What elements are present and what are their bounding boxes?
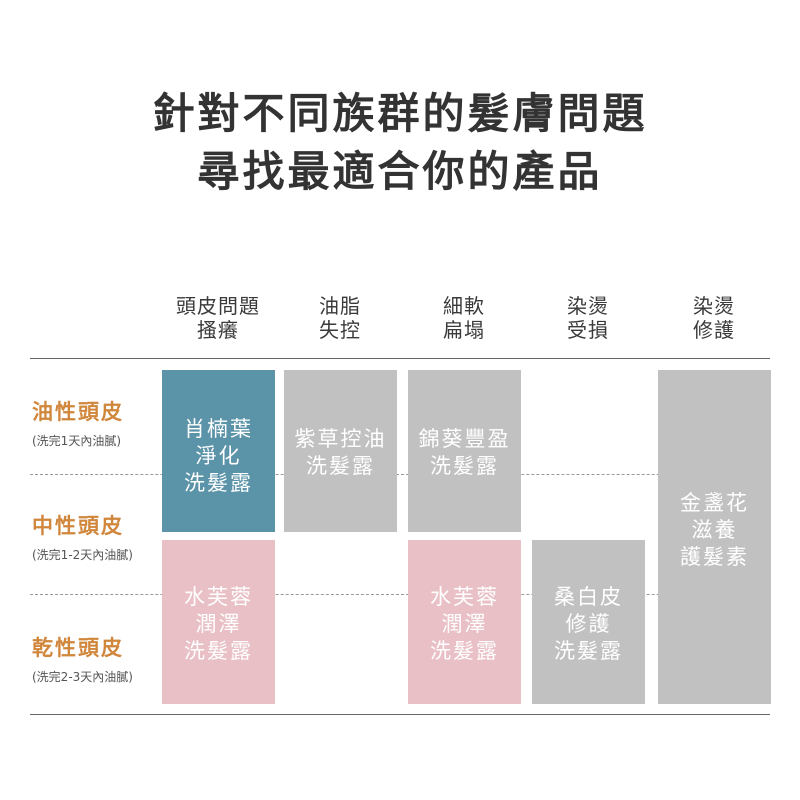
- table-bottom-rule: [30, 714, 770, 715]
- column-header-scalp-itch: 頭皮問題 搔癢: [162, 294, 274, 342]
- row-label-normal-scalp: 中性頭皮 (洗完1-2天內油膩): [32, 510, 133, 563]
- column-header-color-damage: 染燙 受損: [532, 294, 644, 342]
- row-label-dry-scalp: 乾性頭皮 (洗完2-3天內油膩): [32, 632, 133, 685]
- product-card-p1[interactable]: 肖楠葉 淨化 洗髮露: [162, 370, 275, 532]
- product-line: 水芙蓉: [430, 585, 499, 609]
- column-header-line2: 扁塌: [443, 318, 485, 342]
- product-line: 金盞花: [680, 491, 749, 515]
- product-line: 水芙蓉: [184, 585, 253, 609]
- row-divider: [30, 474, 770, 475]
- row-label-name: 中性頭皮: [32, 514, 124, 538]
- row-label-oily-scalp: 油性頭皮 (洗完1天內油膩): [32, 396, 124, 449]
- column-header-line2: 受損: [567, 318, 609, 342]
- product-line: 桑白皮: [554, 585, 623, 609]
- product-card-p3[interactable]: 錦葵豐盈 洗髮露: [408, 370, 521, 532]
- row-label-note: (洗完1-2天內油膩): [32, 548, 133, 562]
- column-header-line1: 油脂: [319, 294, 361, 318]
- product-card-p5[interactable]: 水芙蓉 潤澤 洗髮露: [162, 540, 275, 704]
- product-card-p2[interactable]: 紫草控油 洗髮露: [284, 370, 397, 532]
- product-line: 肖楠葉: [184, 417, 253, 441]
- product-line: 潤澤: [195, 612, 242, 636]
- column-header-line2: 搔癢: [197, 318, 239, 342]
- column-header-line2: 修護: [693, 318, 735, 342]
- column-header-line1: 染燙: [693, 294, 735, 318]
- product-line: 潤澤: [441, 612, 488, 636]
- product-line: 滋養: [691, 518, 738, 542]
- table-top-rule: [30, 358, 770, 359]
- product-line: 修護: [565, 612, 612, 636]
- row-label-note: (洗完1天內油膩): [32, 434, 121, 448]
- product-card-p7[interactable]: 桑白皮 修護 洗髮露: [532, 540, 645, 704]
- product-line: 洗髮露: [430, 454, 499, 478]
- product-line: 淨化: [195, 444, 242, 468]
- row-divider: [30, 594, 770, 595]
- product-line: 洗髮露: [184, 639, 253, 663]
- product-line: 洗髮露: [554, 639, 623, 663]
- page-title-line2: 尋找最適合你的產品: [197, 147, 603, 196]
- column-header-line1: 細軟: [443, 294, 485, 318]
- page-title-line1: 針對不同族群的髮膚問題: [152, 89, 648, 138]
- column-header-line1: 染燙: [567, 294, 609, 318]
- product-card-p4[interactable]: 金盞花 滋養 護髮素: [658, 370, 771, 704]
- row-label-note: (洗完2-3天內油膩): [32, 670, 133, 684]
- row-label-name: 油性頭皮: [32, 400, 124, 424]
- column-header-fine-flat: 細軟 扁塌: [408, 294, 520, 342]
- product-line: 護髮素: [680, 545, 749, 569]
- product-line: 洗髮露: [184, 471, 253, 495]
- product-line: 洗髮露: [306, 454, 375, 478]
- column-header-line2: 失控: [319, 318, 361, 342]
- product-card-p6[interactable]: 水芙蓉 潤澤 洗髮露: [408, 540, 521, 704]
- product-line: 錦葵豐盈: [418, 427, 511, 451]
- product-line: 洗髮露: [430, 639, 499, 663]
- product-line: 紫草控油: [294, 427, 387, 451]
- column-header-line1: 頭皮問題: [176, 294, 260, 318]
- row-label-name: 乾性頭皮: [32, 636, 124, 660]
- column-header-color-repair: 染燙 修護: [658, 294, 770, 342]
- column-header-oil-control: 油脂 失控: [284, 294, 396, 342]
